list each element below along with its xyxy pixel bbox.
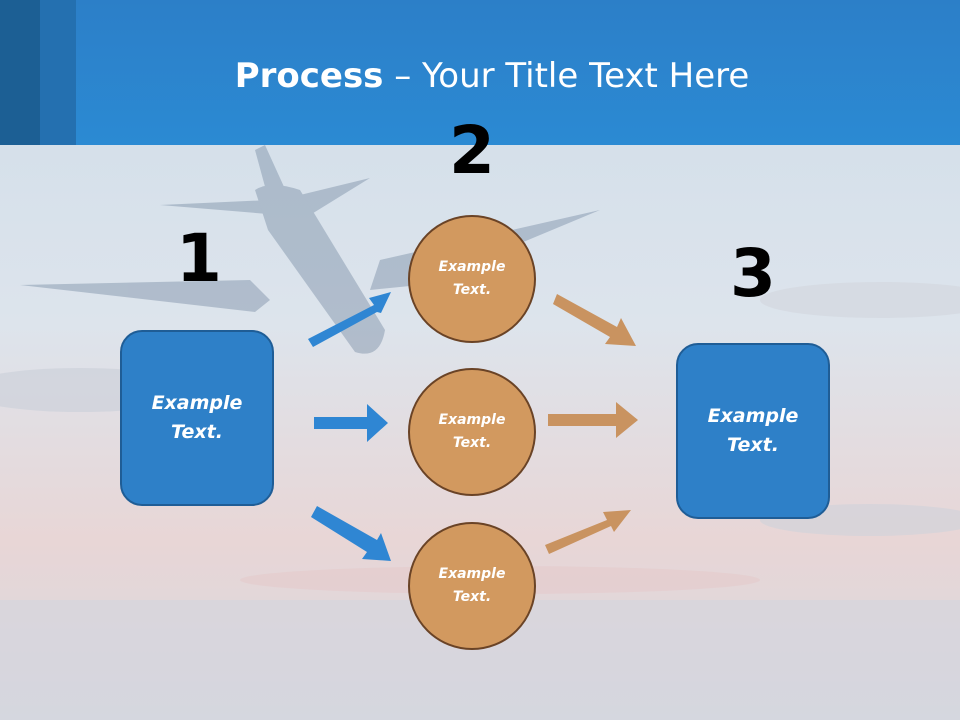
title-bold: Process bbox=[234, 56, 384, 96]
step2-circle-1: Example Text. bbox=[408, 215, 536, 343]
step2-circle-2: Example Text. bbox=[408, 368, 536, 496]
step-number-2: 2 bbox=[449, 112, 495, 189]
step2-circle-2-text: Example Text. bbox=[438, 412, 506, 451]
tan-arrow-up bbox=[545, 510, 631, 554]
step2-circle-3-text: Example Text. bbox=[438, 566, 506, 605]
step3-box: Example Text. bbox=[676, 343, 830, 519]
step1-box: Example Text. bbox=[120, 330, 274, 506]
step2-circle-3: Example Text. bbox=[408, 522, 536, 650]
slide-title: Process – Your Title Text Here bbox=[0, 54, 960, 98]
tan-arrow-down bbox=[553, 294, 636, 346]
step2-circle-1-text: Example Text. bbox=[438, 259, 506, 298]
title-rest: – Your Title Text Here bbox=[383, 56, 750, 96]
blue-arrow-up bbox=[308, 292, 391, 347]
header-band bbox=[0, 0, 960, 145]
step-number-3: 3 bbox=[730, 235, 776, 312]
blue-arrow-right bbox=[314, 404, 388, 442]
step3-text: Example Text. bbox=[707, 405, 799, 456]
tan-arrow-right bbox=[548, 402, 638, 438]
step1-text: Example Text. bbox=[151, 392, 243, 443]
step-number-1: 1 bbox=[176, 220, 222, 297]
header-accent-strip bbox=[0, 0, 40, 145]
blue-arrow-down bbox=[311, 506, 391, 561]
header-accent-strip bbox=[40, 0, 76, 145]
